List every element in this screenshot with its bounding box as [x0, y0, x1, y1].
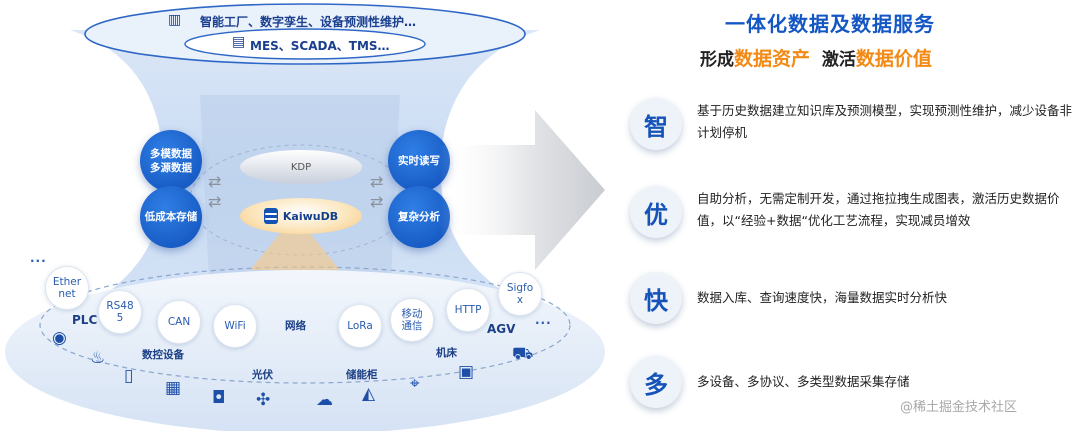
satellite-dish-icon: ◭ — [362, 384, 376, 404]
storage-cabinet-label: 储能柜 — [346, 369, 378, 381]
camera-icon: ◘ — [212, 388, 226, 408]
weather-icon: ☁ — [316, 390, 333, 410]
feature-fast-text: 数据入库、查询速度快，海量数据实时分析快 — [697, 290, 948, 305]
feature-smart-text: 基于历史数据建立知识库及预测模型，实现预测性维护，减少设备非计划停机 — [697, 103, 1073, 140]
subtitle-mid: 激活 — [821, 50, 856, 70]
solar-label: 光伏 — [252, 369, 273, 381]
thermometer-icon: ♨ — [90, 348, 106, 368]
panel-subtitle: 形成数据资产 激活数据价值 — [700, 44, 932, 71]
node-realtime-rw: 实时读写 — [388, 130, 450, 192]
protocol-http: HTTP — [446, 288, 490, 332]
node-multimodal-data: 多模数据 多源数据 — [140, 130, 202, 192]
feature-optimize-text: 自助分析，无需定制开发，通过拖拉拽生成图表，激活历史数据价值，以“经验+数据“优… — [697, 191, 1060, 228]
database-icon — [263, 208, 278, 224]
top-outer-label: 智能工厂、数字孪生、设备预测性维护… — [200, 15, 417, 29]
feature-smart-badge: 智 — [630, 98, 682, 150]
protocol-wifi: WiFi — [213, 304, 257, 348]
protocol-lora: LoRa — [338, 304, 382, 348]
cnc-label: 数控设备 — [142, 349, 184, 361]
exchange-arrows-icon: ⇄ — [208, 172, 222, 191]
machine-icon: ▣ — [458, 362, 475, 382]
feature-optimize-badge: 优 — [630, 186, 682, 238]
sensor-icon: ◉ — [52, 328, 67, 348]
kdp-platform: KDP — [240, 150, 362, 184]
chip-icon: ▦ — [165, 378, 182, 398]
node-complex-analysis: 复杂分析 — [388, 186, 450, 248]
watermark: @稀土掘金技术社区 — [900, 400, 1018, 415]
drone-icon: ✣ — [256, 390, 271, 410]
agv-robot-icon: ⛟ — [512, 344, 534, 364]
big-arrow-icon — [440, 110, 605, 270]
exchange-arrows-icon: ⇄ — [370, 192, 384, 211]
agv-label: AGV — [487, 322, 516, 336]
subtitle-prefix: 形成 — [700, 50, 734, 70]
machine-tool-label: 机床 — [436, 347, 457, 359]
subtitle-highlight-assets: 数据资产 — [734, 48, 811, 70]
panel-title: 一体化数据及数据服务 — [725, 12, 935, 36]
protocol-can: CAN — [157, 300, 201, 344]
mobile-device-icon: ▯ — [124, 366, 134, 386]
protocol-ethernet: Ether net — [45, 266, 89, 310]
feature-multi-badge: 多 — [630, 356, 682, 408]
map-pin-icon: ⌖ — [410, 374, 420, 394]
kdp-label: KDP — [290, 161, 312, 173]
ellipsis-left: ··· — [30, 254, 47, 268]
kaiwudb-label: KaiwuDB — [282, 209, 339, 223]
protocol-sigfox: Sigfo x — [498, 272, 542, 316]
protocol-mobile: 移动 通信 — [390, 298, 434, 342]
architecture-diagram: ▥ 智能工厂、数字孪生、设备预测性维护… ▤ MES、SCADA、TMS… 多模… — [5, 3, 605, 431]
top-inner-label: MES、SCADA、TMS… — [250, 39, 390, 53]
exchange-arrows-icon: ⇄ — [208, 192, 222, 211]
plc-label: PLC — [72, 313, 98, 327]
exchange-arrows-icon: ⇄ — [370, 172, 384, 191]
node-low-cost-storage: 低成本存储 — [140, 186, 202, 248]
subtitle-highlight-value: 数据价值 — [855, 48, 932, 70]
feature-multi-text: 多设备、多协议、多类型数据采集存储 — [697, 374, 910, 389]
protocol-rs485: RS48 5 — [98, 290, 142, 334]
feature-fast-badge: 快 — [630, 272, 682, 324]
document-icon: ▤ — [232, 34, 246, 50]
network-label: 网络 — [285, 320, 306, 332]
ellipsis-right-bottom: ··· — [535, 316, 552, 330]
factory-icon: ▥ — [168, 12, 182, 28]
kaiwudb-platform: KaiwuDB — [240, 198, 362, 234]
